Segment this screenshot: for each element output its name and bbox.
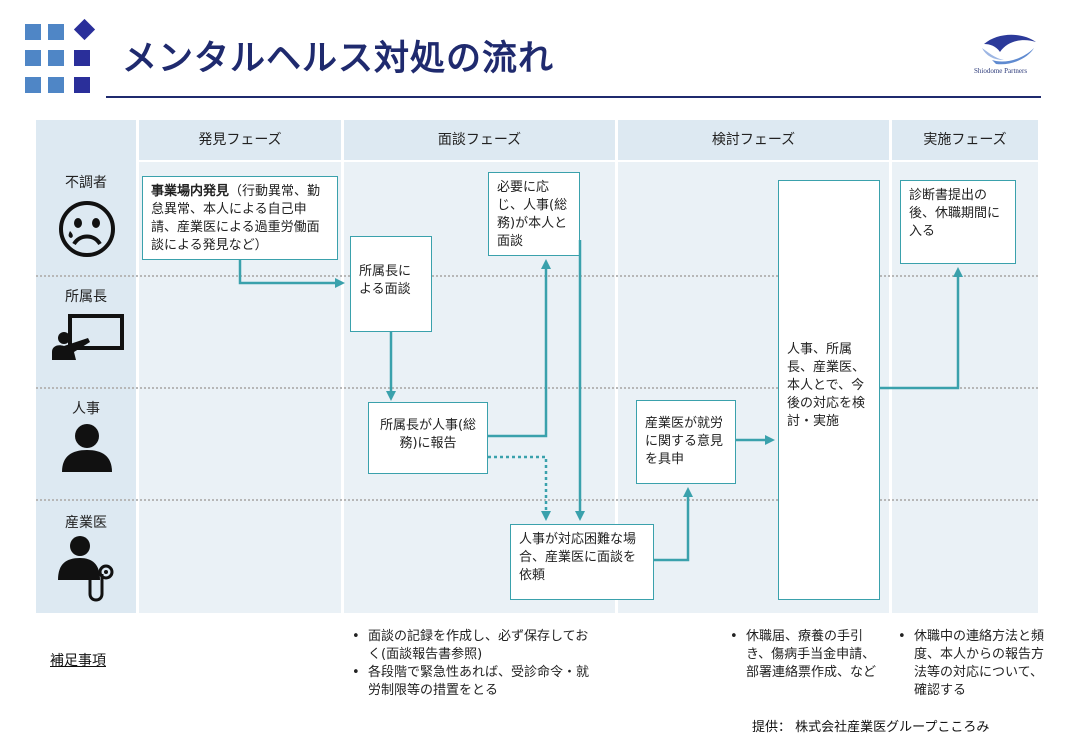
arrow-review-to-leave [880,267,963,390]
role-label-employee: 不調者 [65,175,107,191]
manager-interview-box: 所属長による面談 [350,236,432,332]
discovery-box-bold: 事業場内発見 [151,184,230,199]
logo-swirl-icon [982,34,1036,65]
joint-review-box: 人事、所属長、産業医、本人とで、今後の対応を検討・実施 [778,180,880,600]
notes-implementation: 休職中の連絡方法と頻度、本人からの報告方法等の対応について、確認する [896,628,1046,700]
title-underline [106,96,1041,98]
note-item: 休職届、療養の手引き、傷病手当金申請、部署連絡票作成、など [728,628,888,682]
hr-request-doctor-box: 人事が対応困難な場合、産業医に面談を依頼 [510,524,654,600]
phase-header-discovery: 発見フェーズ [139,120,341,160]
row-separator [36,275,1038,277]
logo-text: Shiodome Partners [974,67,1028,75]
notes-interview: 面談の記録を作成し、必ず保存しておく(面談報告書参照) 各段階で緊急性あれば、受… [350,628,600,700]
doctor-opinion-box: 産業医が就労に関する意見を具申 [636,400,736,484]
phase-header-review: 検討フェーズ [618,120,889,160]
credit-text: 提供： 株式会社産業医グループこころみ [752,720,990,735]
note-item: 面談の記録を作成し、必ず保存しておく(面談報告書参照) [350,628,600,664]
page-title: メンタルヘルス対処の流れ [122,39,555,79]
leave-box: 診断書提出の後、休職期間に入る [900,180,1016,264]
row-separator [36,499,1038,501]
note-item: 休職中の連絡方法と頻度、本人からの報告方法等の対応について、確認する [896,628,1046,700]
role-label-doctor: 産業医 [65,515,107,531]
arrow-report-to-request-dotted [488,455,551,521]
row-separator [36,387,1038,389]
discovery-box: 事業場内発見（行動異常、勤怠異常、本人による自己申請、産業医による過重労働面談に… [142,176,338,260]
discovery-box-text: （行動異常、勤怠異常、本人による自己申請、産業医による過重労働面談による発見など… [151,184,321,253]
role-label-hr: 人事 [72,401,100,417]
person-icon [62,424,112,472]
phase-header-interview: 面談フェーズ [344,120,615,160]
manager-report-box: 所属長が人事(総務)に報告 [368,402,488,474]
sad-face-icon [59,201,115,257]
notes-label: 補足事項 [50,653,106,669]
arrow-report-to-hr-interview [488,259,551,438]
arrow-discovery-to-manager [238,260,345,288]
presenter-icon [52,314,124,360]
arrow-request-to-doctor [654,487,693,562]
notes-review: 休職届、療養の手引き、傷病手当金申請、部署連絡票作成、など [728,628,888,682]
hr-interview-box: 必要に応じ、人事(総務)が本人と面談 [488,172,580,256]
doctor-icon [58,536,114,602]
role-label-manager: 所属長 [65,289,107,305]
phase-header-implementation: 実施フェーズ [892,120,1038,160]
note-item: 各段階で緊急性あれば、受診命令・就労制限等の措置をとる [350,664,600,700]
